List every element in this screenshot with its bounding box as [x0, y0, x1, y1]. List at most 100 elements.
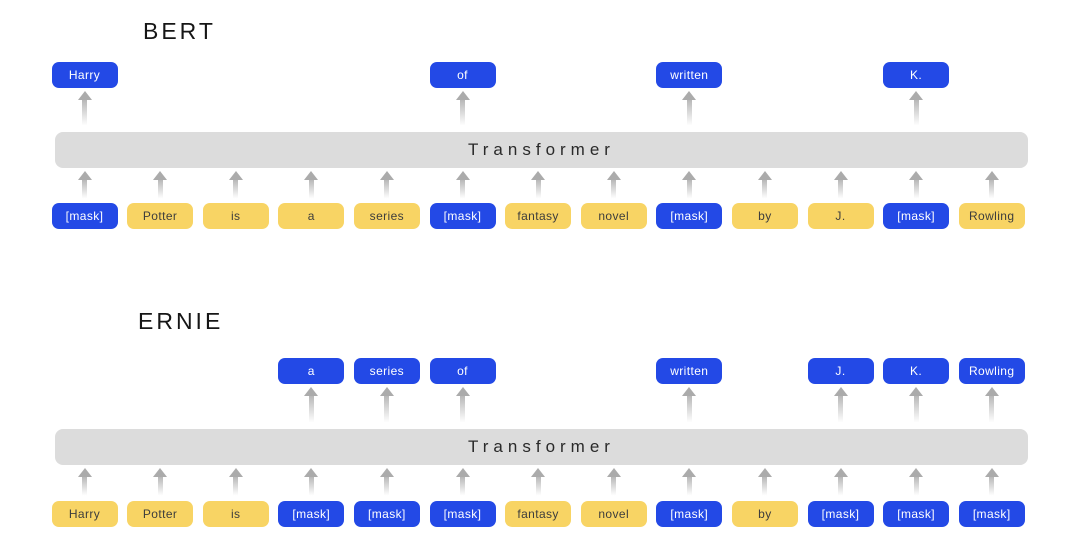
ernie-input-token: [mask]: [807, 501, 874, 527]
bert-input-token: a: [278, 203, 345, 229]
bert-output-token: Harry: [51, 62, 118, 88]
arrow-stem: [989, 477, 995, 498]
arrow-stem: [157, 477, 163, 498]
bert-input-arrow: [908, 171, 924, 201]
arrow-stem: [384, 477, 390, 498]
up-arrow-icon: [455, 171, 470, 180]
arrow-stem: [82, 477, 87, 498]
ernie-input-token: by: [731, 501, 798, 527]
ernie-input-arrow: [530, 468, 546, 498]
ernie-input-token: [mask]: [353, 501, 420, 527]
arrow-stem: [460, 100, 465, 129]
up-arrow-icon: [909, 468, 924, 477]
up-arrow-icon: [77, 468, 92, 477]
bert-input-arrow: [530, 171, 546, 201]
bert-transformer-label: Transformer: [468, 140, 615, 159]
bert-input-arrow: [606, 171, 622, 201]
arrow-stem: [913, 180, 919, 201]
ernie-input-token: Potter: [127, 501, 194, 527]
bert-input-token: J.: [807, 203, 874, 229]
ernie-input-token: [mask]: [958, 501, 1025, 527]
ernie-output-token: series: [353, 358, 420, 384]
ernie-output-token: K.: [883, 358, 950, 384]
arrow-stem: [535, 477, 541, 498]
arrow-stem: [460, 180, 465, 201]
bert-input-arrow: [681, 171, 697, 201]
ernie-title: ERNIE: [138, 308, 224, 334]
up-arrow-icon: [153, 171, 168, 180]
arrow-stem: [611, 180, 617, 201]
ernie-input-arrow: [77, 468, 93, 498]
up-arrow-icon: [984, 387, 999, 396]
bert-input-token: series: [353, 203, 420, 229]
arrow-stem: [913, 100, 919, 129]
up-arrow-icon: [909, 171, 924, 180]
arrow-stem: [308, 396, 314, 426]
up-arrow-icon: [228, 171, 243, 180]
ernie-input-token: [mask]: [656, 501, 723, 527]
up-arrow-icon: [682, 91, 697, 100]
ernie-input-arrow: [757, 468, 773, 498]
up-arrow-icon: [606, 468, 621, 477]
bert-output-arrow: [455, 91, 471, 129]
up-arrow-icon: [455, 387, 470, 396]
bert-input-arrow: [984, 171, 1000, 201]
up-arrow-icon: [379, 387, 394, 396]
up-arrow-icon: [304, 387, 319, 396]
arrow-stem: [686, 180, 692, 201]
arrow-stem: [989, 396, 995, 426]
bert-input-token: is: [202, 203, 269, 229]
up-arrow-icon: [379, 468, 394, 477]
arrow-stem: [686, 100, 692, 129]
bert-output-token: K.: [883, 62, 950, 88]
ernie-input-arrow: [379, 468, 395, 498]
arrow-stem: [913, 396, 919, 426]
bert-input-token: Rowling: [958, 203, 1025, 229]
arrow-stem: [838, 477, 843, 498]
ernie-output-token: written: [656, 358, 723, 384]
ernie-input-arrow: [984, 468, 1000, 498]
ernie-output-arrow: [984, 387, 1000, 426]
bert-input-token: by: [731, 203, 798, 229]
up-arrow-icon: [304, 468, 319, 477]
ernie-transformer-label: Transformer: [468, 437, 615, 456]
up-arrow-icon: [606, 171, 621, 180]
ernie-output-arrow: [908, 387, 924, 426]
up-arrow-icon: [984, 171, 999, 180]
bert-title: BERT: [143, 18, 216, 44]
up-arrow-icon: [531, 171, 546, 180]
up-arrow-icon: [228, 468, 243, 477]
arrow-stem: [384, 180, 390, 201]
up-arrow-icon: [682, 387, 697, 396]
bert-output-arrow: [77, 91, 93, 129]
bert-input-arrow: [228, 171, 244, 201]
bert-output-token: of: [429, 62, 496, 88]
bert-input-token: [mask]: [51, 203, 118, 229]
up-arrow-icon: [682, 171, 697, 180]
bert-input-arrow: [833, 171, 849, 201]
ernie-input-arrow: [303, 468, 319, 498]
up-arrow-icon: [531, 468, 546, 477]
up-arrow-icon: [455, 91, 470, 100]
arrow-stem: [838, 396, 843, 426]
arrow-stem: [989, 180, 995, 201]
bert-input-arrow: [303, 171, 319, 201]
bert-output-token: written: [656, 62, 723, 88]
arrow-stem: [686, 396, 692, 426]
ernie-input-arrow: [908, 468, 924, 498]
ernie-input-arrow: [228, 468, 244, 498]
arrow-stem: [913, 477, 919, 498]
arrow-stem: [611, 477, 617, 498]
ernie-input-arrow: [681, 468, 697, 498]
up-arrow-icon: [379, 171, 394, 180]
ernie-output-arrow: [681, 387, 697, 426]
bert-transformer-bar: Transformer: [55, 132, 1028, 168]
bert-output-arrow: [681, 91, 697, 129]
arrow-stem: [535, 180, 541, 201]
up-arrow-icon: [757, 468, 772, 477]
arrow-stem: [838, 180, 843, 201]
arrow-stem: [82, 180, 87, 201]
ernie-input-token: fantasy: [505, 501, 572, 527]
up-arrow-icon: [909, 387, 924, 396]
bert-input-arrow: [455, 171, 471, 201]
